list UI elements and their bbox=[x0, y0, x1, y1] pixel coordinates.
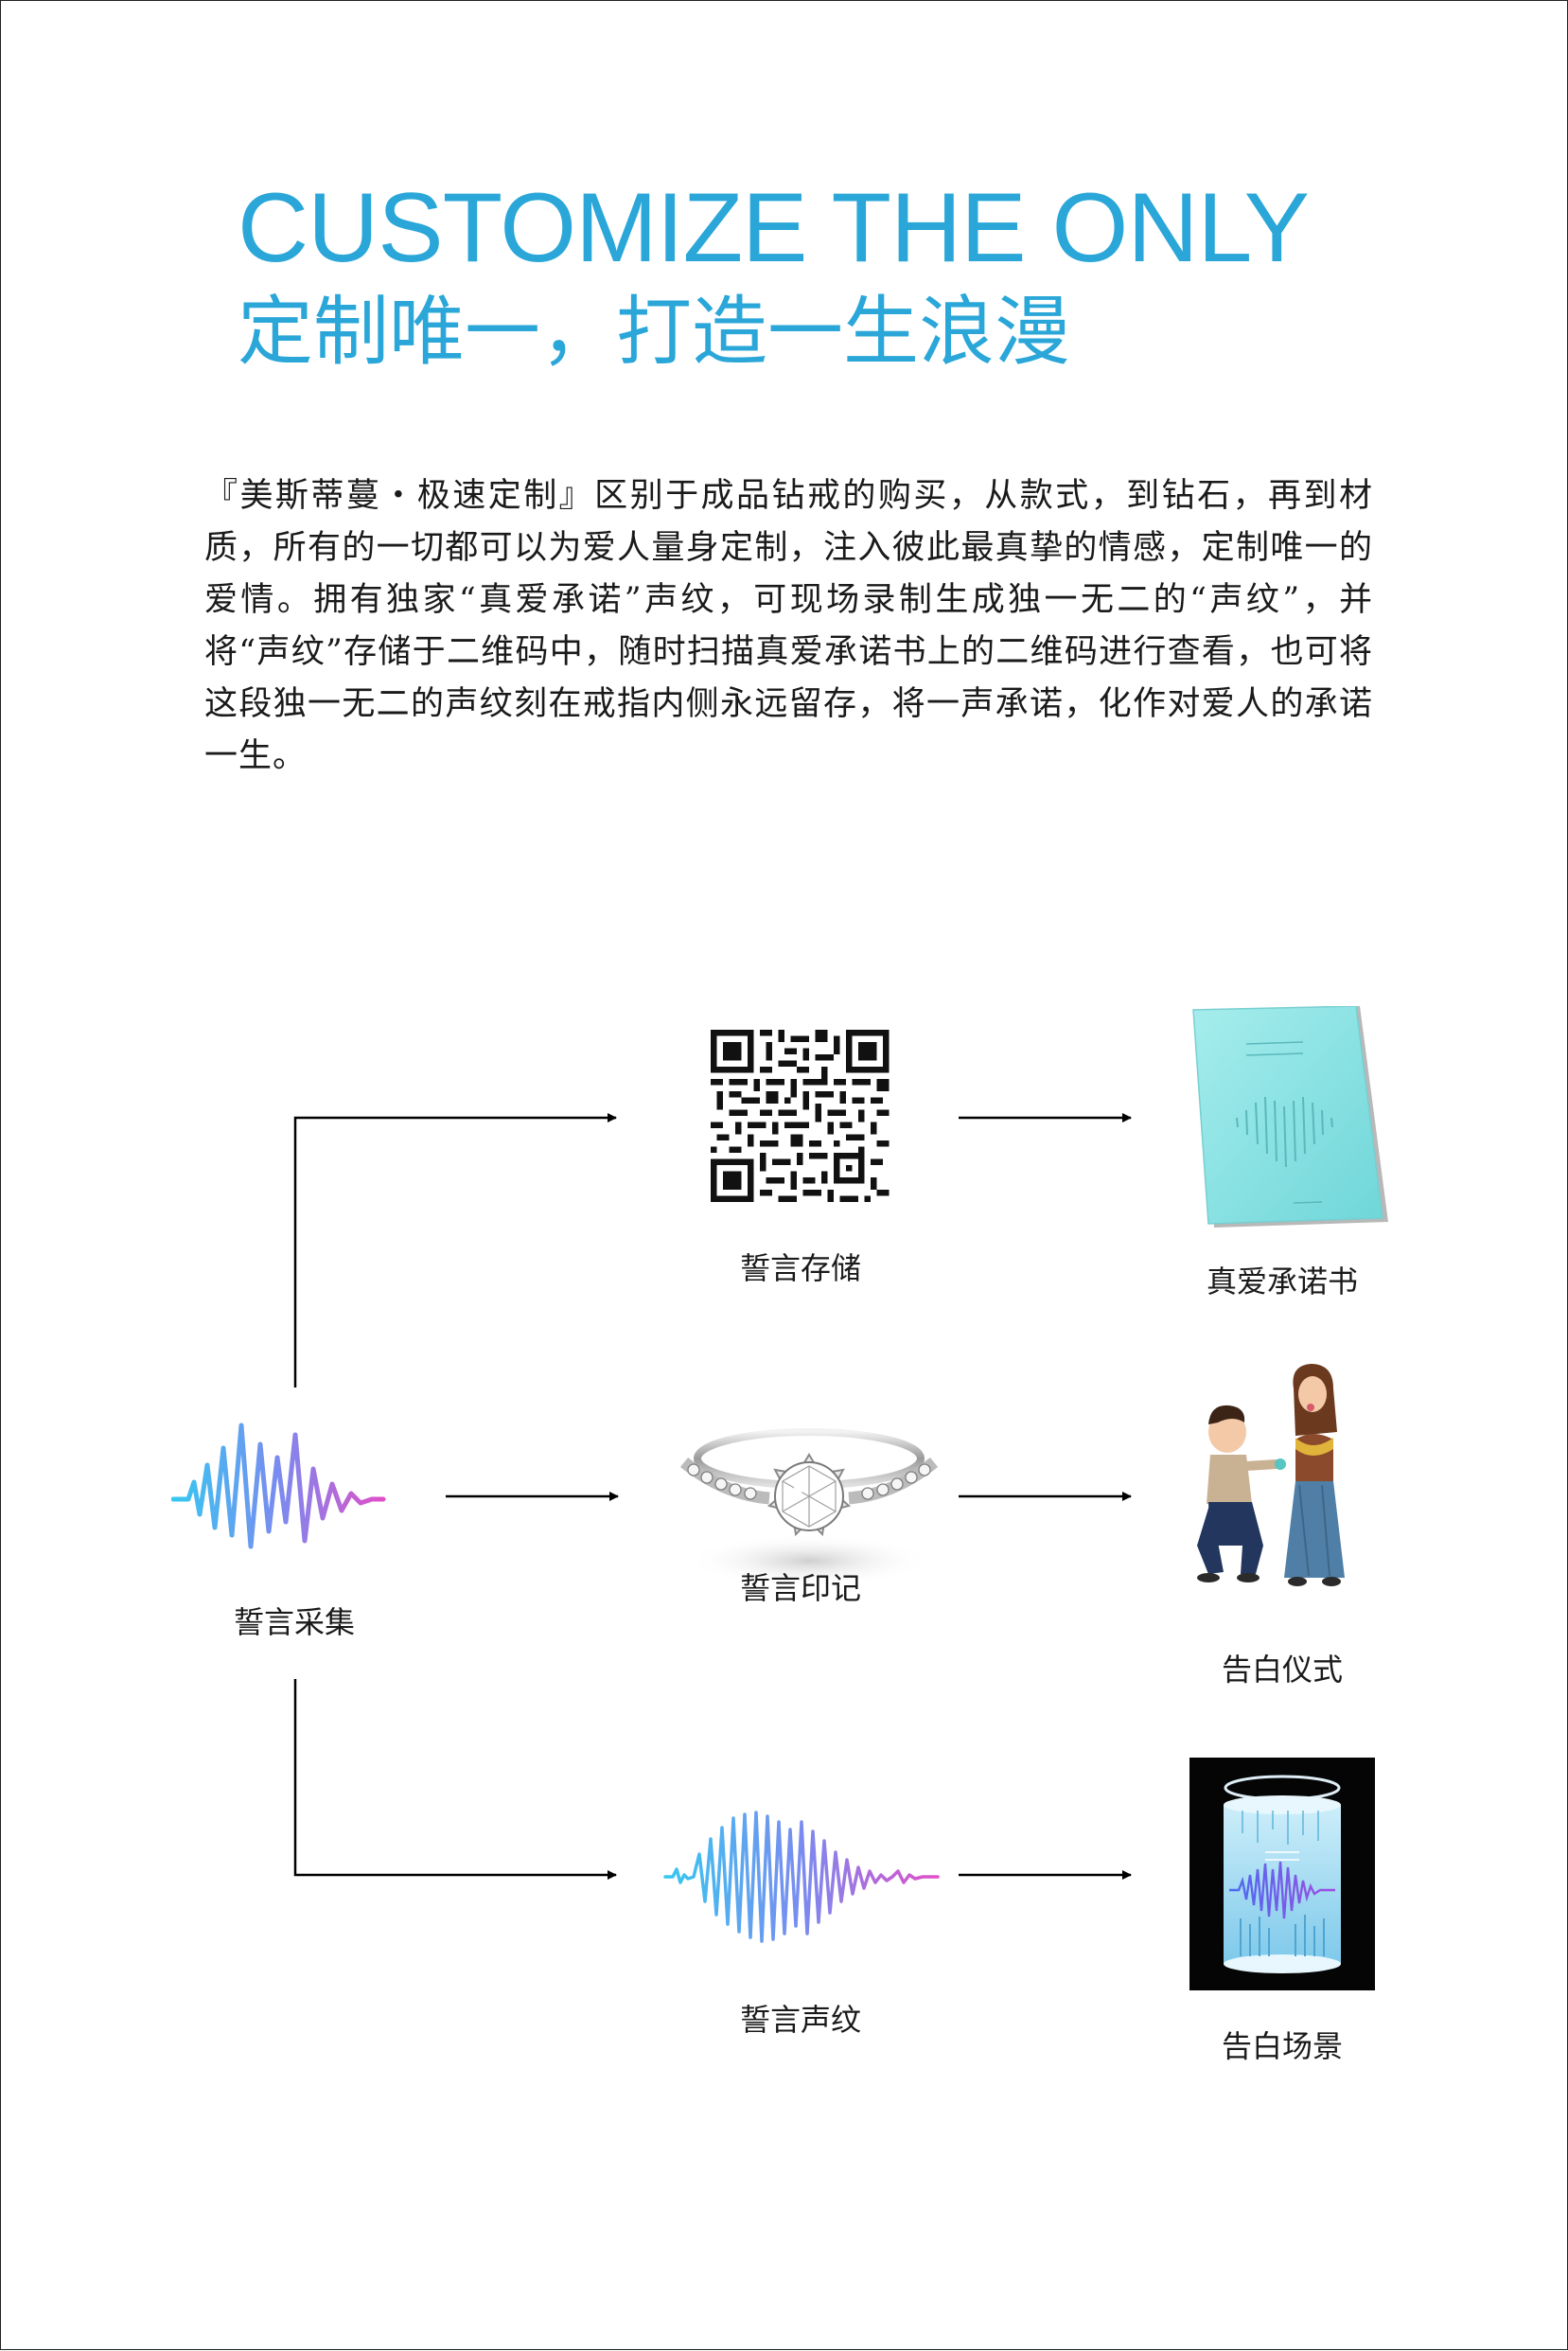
intro-paragraph: 『美斯蒂蔓・极速定制』区别于成品钻戒的购买，从款式，到钻石，再到材质，所有的一切… bbox=[204, 477, 1373, 775]
node-label-ceremony: 告白仪式 bbox=[1221, 1652, 1344, 1688]
node-label-source: 誓言采集 bbox=[233, 1604, 356, 1640]
node-label-certificate: 真爱承诺书 bbox=[1206, 1264, 1359, 1299]
connector-bottom bbox=[293, 1679, 617, 1880]
connector-top bbox=[293, 1113, 617, 1388]
certificate-book-icon bbox=[1192, 1006, 1388, 1228]
waveform-icon bbox=[171, 1423, 386, 1549]
title-english: CUSTOMIZE THE ONLY bbox=[238, 173, 1310, 283]
node-label-voiceprint: 誓言声纹 bbox=[739, 2002, 862, 2038]
qr-code-icon bbox=[710, 1030, 890, 1202]
node-label-imprint: 誓言印记 bbox=[739, 1570, 862, 1606]
proposal-illustration bbox=[1197, 1364, 1345, 1586]
title-chinese: 定制唯一，打造一生浪漫 bbox=[238, 288, 1070, 376]
node-label-scene: 告白场景 bbox=[1221, 2028, 1344, 2064]
node-label-storage: 誓言存储 bbox=[739, 1250, 862, 1286]
proposal-scene-image bbox=[1189, 1758, 1375, 1990]
voiceprint-icon bbox=[663, 1811, 940, 1943]
ring-icon bbox=[679, 1428, 939, 1587]
